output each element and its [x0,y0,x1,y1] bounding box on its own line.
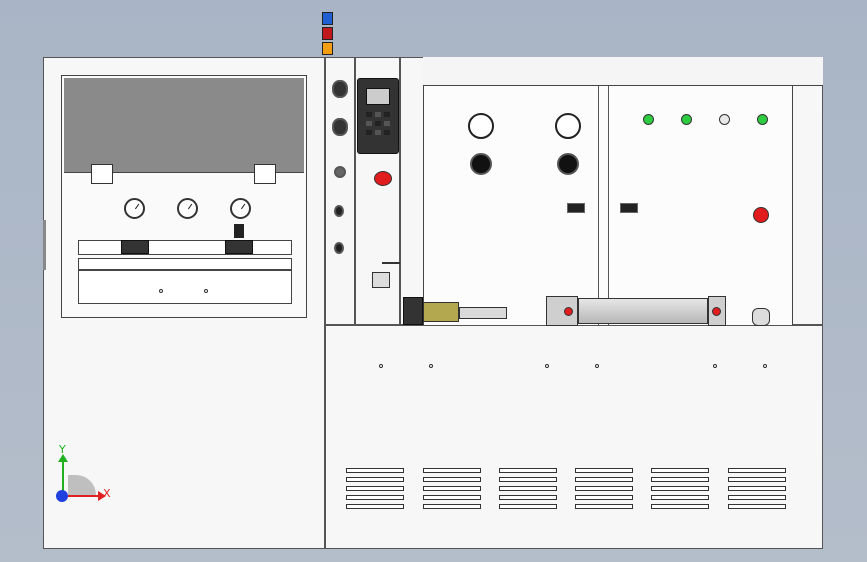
screw [379,364,383,368]
hmi-key[interactable] [366,121,372,126]
manifold-rail [78,240,292,255]
toggle-switch-icon[interactable] [620,203,638,213]
screw [204,289,208,293]
hmi-key[interactable] [375,130,381,135]
vent-grille [575,468,633,513]
pressure-dial-icon [468,113,494,139]
shelf-line [78,258,292,270]
regulator-knob-icon[interactable] [557,153,579,175]
hmi-key[interactable] [384,130,390,135]
vent-grille [346,468,404,513]
pressure-gauge-icon [124,198,145,219]
hmi-key[interactable] [375,121,381,126]
hmi-screen [366,88,390,105]
axis-y-label: Y [59,443,66,456]
hinge-right [254,164,276,184]
hmi-key[interactable] [384,112,390,117]
indicator-lamp-icon [757,114,768,125]
toggle-switch-icon[interactable] [567,203,585,213]
selector-switch-icon[interactable] [332,80,348,98]
control-column [325,57,355,325]
lower-tray [78,270,292,304]
mount-bracket [752,308,770,326]
pressure-gauge-icon [177,198,198,219]
indicator-lamp-icon [334,166,346,178]
indicator-lamp-icon [643,114,654,125]
push-button-icon[interactable] [334,242,344,254]
lower-cabinet [325,325,823,549]
screw [429,364,433,368]
vent-grille [499,468,557,513]
pressure-gauge-icon [230,198,251,219]
indicator-lamp-icon [719,114,730,125]
actuator-body [423,302,459,322]
selector-switch-icon[interactable] [332,118,348,136]
vent-grille [728,468,786,513]
window-hood [64,78,304,173]
divider [598,86,599,325]
hmi-key[interactable] [375,112,381,117]
emergency-stop-icon[interactable] [374,171,392,186]
valve-block-left [121,240,149,254]
right-panel-frame [423,57,823,86]
divider [608,86,609,325]
screw [545,364,549,368]
screw [595,364,599,368]
hmi-key[interactable] [366,112,372,117]
screw [713,364,717,368]
hydraulic-cylinder [578,298,708,324]
cylinder-endcap-left [546,296,578,326]
emergency-stop-icon[interactable] [753,207,769,223]
valve-stem [234,224,244,238]
hmi-key[interactable] [366,130,372,135]
push-button-icon[interactable] [334,205,344,217]
vent-grille [423,468,481,513]
axis-triad-icon [52,440,122,510]
screw [159,289,163,293]
signal-tower-icon [322,12,333,56]
indicator-lamp-icon [681,114,692,125]
hmi-key[interactable] [384,121,390,126]
vent-grille [651,468,709,513]
regulator-knob-icon[interactable] [470,153,492,175]
screw [763,364,767,368]
valve-block-right [225,240,253,254]
port-icon [712,307,721,316]
axis-x-label: X [103,487,111,500]
actuator-rod [459,307,507,319]
pressure-dial-icon [555,113,581,139]
sensor-bracket [372,272,390,288]
cabinet-seam [43,220,46,270]
actuator-motor [403,297,423,325]
hinge-left [91,164,113,184]
port-icon [564,307,573,316]
